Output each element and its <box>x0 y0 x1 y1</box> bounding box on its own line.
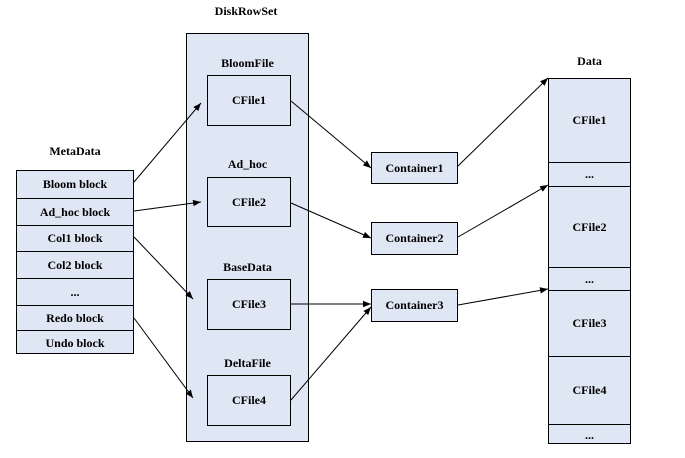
container-2: Container2 <box>371 222 458 255</box>
data-cell: CFile2 <box>549 186 630 267</box>
data-cell: ... <box>549 267 630 290</box>
group-label-deltafile: DeltaFile <box>224 356 271 370</box>
metadata-block: Col1 block <box>17 225 133 251</box>
arrow-bloom-to-bloomfile <box>133 102 202 183</box>
arrow-adhoc-to-adhoc <box>133 199 202 212</box>
data-cell: ... <box>549 424 630 445</box>
container-1: Container1 <box>371 152 458 184</box>
data-cell: ... <box>549 162 630 186</box>
arrow-cfile2-to-container2 <box>290 202 372 239</box>
diskrowset-title: DiskRowSet <box>214 4 278 18</box>
cfile-bloom: CFile1 <box>207 75 291 126</box>
metadata-block: Redo block <box>17 305 133 330</box>
arrow-cfile1-to-container1 <box>290 100 372 169</box>
metadata-block: Bloom block <box>42 177 108 191</box>
group-label-basedata: BaseData <box>223 260 272 274</box>
cfile-deltafile: CFile4 <box>207 375 291 426</box>
arrow-container3-to-data <box>457 287 549 306</box>
data-title: Data <box>577 54 602 68</box>
cfile-adhoc: CFile2 <box>207 177 291 227</box>
metadata-block: Ad_hoc block <box>17 198 133 225</box>
group-label-adhoc: Ad_hoc <box>227 157 268 171</box>
metadata-block: Undo block <box>17 330 133 355</box>
arrow-redo-to-deltafile <box>133 317 194 399</box>
metadata-block: ... <box>17 278 133 305</box>
arrow-container1-to-data <box>457 77 549 167</box>
cfile-basedata: CFile3 <box>207 279 291 330</box>
arrow-cfile4-to-container3 <box>290 306 372 401</box>
data-cell: CFile1 <box>572 113 607 127</box>
arrow-col1-to-basedata <box>133 236 194 300</box>
container-3: Container3 <box>371 289 458 322</box>
data-column: CFile1 ... CFile2 ... CFile3 CFile4 ... <box>548 78 631 444</box>
metadata-block: Col2 block <box>17 251 133 278</box>
data-cell: CFile3 <box>549 290 630 356</box>
group-label-bloomfile: BloomFile <box>221 56 274 70</box>
metadata-title: MetaData <box>49 144 101 158</box>
data-cell: CFile4 <box>549 356 630 424</box>
arrow-container2-to-data <box>457 184 549 238</box>
metadata-table: Bloom block Ad_hoc block Col1 block Col2… <box>16 170 134 354</box>
